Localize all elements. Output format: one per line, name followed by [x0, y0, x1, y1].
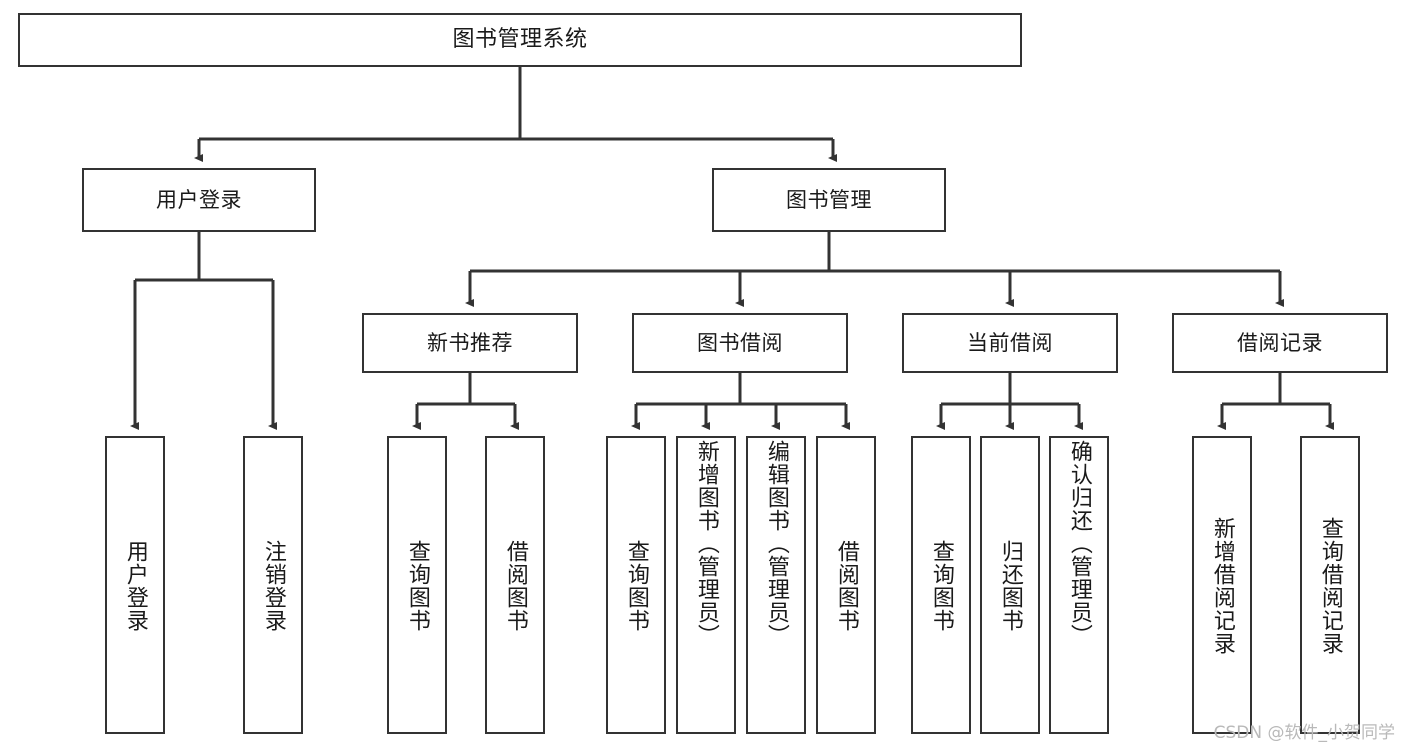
node-label: 用户登录	[122, 540, 148, 632]
node-borrow-record[interactable]: 借阅记录	[1172, 313, 1388, 373]
node-leaf-borrow-book-recommend[interactable]: 借阅图书	[485, 436, 545, 734]
node-label: 确认归还（管理员）	[1066, 440, 1092, 647]
node-label: 新书推荐	[427, 330, 513, 355]
node-label: 查询图书	[404, 540, 430, 632]
node-current-borrow[interactable]: 当前借阅	[902, 313, 1118, 373]
node-leaf-logout-login[interactable]: 注销登录	[243, 436, 303, 734]
node-book-borrow[interactable]: 图书借阅	[632, 313, 848, 373]
node-leaf-edit-book[interactable]: 编辑图书（管理员）	[746, 436, 806, 734]
node-book-management[interactable]: 图书管理	[712, 168, 946, 232]
node-label: 借阅图书	[502, 540, 528, 632]
node-label: 借阅图书	[833, 540, 859, 632]
node-label: 新增借阅记录	[1209, 517, 1235, 655]
node-label: 借阅记录	[1237, 330, 1323, 355]
node-label: 编辑图书（管理员）	[763, 440, 789, 647]
node-leaf-query-book-current[interactable]: 查询图书	[911, 436, 971, 734]
node-leaf-add-book[interactable]: 新增图书（管理员）	[676, 436, 736, 734]
node-label: 注销登录	[260, 540, 286, 632]
node-user-login[interactable]: 用户登录	[82, 168, 316, 232]
node-leaf-return-book[interactable]: 归还图书	[980, 436, 1040, 734]
node-label: 归还图书	[997, 540, 1023, 632]
node-leaf-query-record[interactable]: 查询借阅记录	[1300, 436, 1360, 734]
node-leaf-query-book-borrow[interactable]: 查询图书	[606, 436, 666, 734]
node-label: 新增图书（管理员）	[693, 440, 719, 647]
node-label: 图书管理	[786, 187, 872, 212]
node-label: 图书管理系统	[452, 27, 588, 53]
node-leaf-user-login[interactable]: 用户登录	[105, 436, 165, 734]
csdn-watermark: CSDN @软件_小贺同学	[1213, 723, 1395, 743]
node-leaf-borrow-book[interactable]: 借阅图书	[816, 436, 876, 734]
node-leaf-confirm-return[interactable]: 确认归还（管理员）	[1049, 436, 1109, 734]
node-root-system[interactable]: 图书管理系统	[18, 13, 1022, 67]
node-label: 查询图书	[623, 540, 649, 632]
node-new-book-recommend[interactable]: 新书推荐	[362, 313, 578, 373]
node-label: 当前借阅	[967, 330, 1053, 355]
node-label: 用户登录	[156, 187, 242, 212]
node-label: 查询图书	[928, 540, 954, 632]
node-label: 查询借阅记录	[1317, 517, 1343, 655]
node-leaf-query-book-recommend[interactable]: 查询图书	[387, 436, 447, 734]
node-leaf-add-record[interactable]: 新增借阅记录	[1192, 436, 1252, 734]
node-label: 图书借阅	[697, 330, 783, 355]
